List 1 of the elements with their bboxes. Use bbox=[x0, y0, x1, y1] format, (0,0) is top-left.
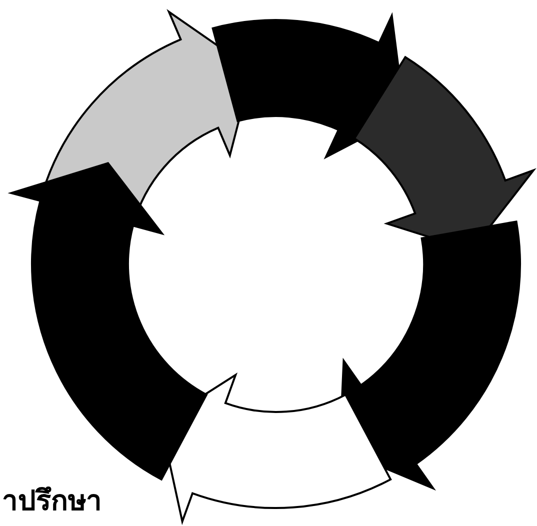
caption-text: าปรึกษา bbox=[2, 483, 102, 519]
